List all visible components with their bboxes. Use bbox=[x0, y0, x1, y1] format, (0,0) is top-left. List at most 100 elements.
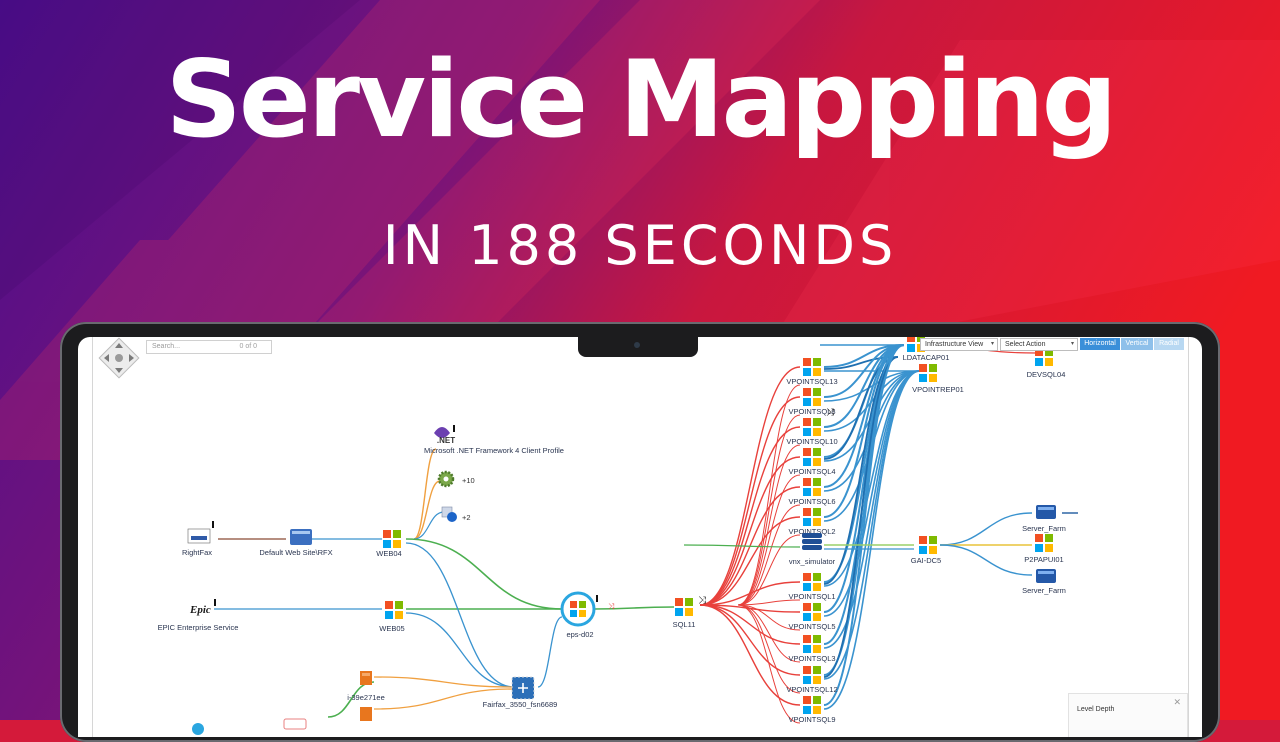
default-web-site-label: Default Web Site\RFX bbox=[259, 548, 332, 557]
vpointsql12-icon[interactable] bbox=[803, 666, 821, 684]
level-depth-panel: ✕ Level Depth bbox=[1068, 693, 1188, 737]
connection-line bbox=[699, 604, 801, 645]
gear-icon[interactable] bbox=[437, 470, 455, 488]
vpointsql2-icon[interactable] bbox=[803, 508, 821, 526]
server-farm-icon[interactable] bbox=[1036, 505, 1056, 519]
eps-label: eps-d02 bbox=[566, 630, 593, 639]
hero-title: Service Mapping bbox=[165, 38, 1117, 161]
web04-icon[interactable] bbox=[383, 530, 401, 548]
connection-line bbox=[405, 538, 563, 610]
dotnet-logo-text: .NET bbox=[437, 436, 455, 445]
server-farm-icon[interactable] bbox=[1036, 569, 1056, 583]
search-input[interactable]: Search... 0 of 0 bbox=[146, 340, 272, 354]
vpointsql9-icon[interactable] bbox=[803, 696, 821, 714]
vpointsql10-label: VPOINTSQL10 bbox=[786, 437, 837, 446]
vpointsql8-icon[interactable] bbox=[803, 388, 821, 406]
connection-line bbox=[699, 604, 801, 676]
layout-vertical-button[interactable]: Vertical bbox=[1121, 338, 1153, 350]
p2papui01-label: P2PAPUI01 bbox=[1024, 555, 1063, 564]
gai-dc5-icon[interactable] bbox=[919, 536, 937, 554]
vpointsql5-label: VPOINTSQL5 bbox=[788, 622, 835, 631]
partial-node-icon[interactable] bbox=[283, 718, 307, 730]
layout-radial-button[interactable]: Radial bbox=[1154, 338, 1184, 350]
hero-subtitle: IN 188 SECONDS bbox=[382, 214, 898, 277]
connection-line bbox=[737, 604, 801, 631]
close-icon[interactable]: ✕ bbox=[1173, 697, 1181, 707]
vpointsql8-label: VPOINTSQL8 bbox=[788, 407, 835, 416]
vnx-simulator-label: vnx_simulator bbox=[789, 557, 836, 566]
connection-line bbox=[737, 474, 801, 606]
vpointsql4-label: VPOINTSQL4 bbox=[788, 467, 835, 476]
connection-line bbox=[737, 534, 801, 606]
view-select-value: Infrastructure View bbox=[925, 341, 984, 348]
website-icon[interactable] bbox=[290, 529, 312, 545]
vpointsql6-icon[interactable] bbox=[803, 478, 821, 496]
vpointsql5-icon[interactable] bbox=[803, 603, 821, 621]
connection-line bbox=[737, 444, 801, 606]
web04-label: WEB04 bbox=[376, 549, 401, 558]
application-icon[interactable] bbox=[441, 506, 457, 522]
connection-line bbox=[737, 604, 801, 663]
server-farm-label: Server_Farm bbox=[1022, 586, 1066, 595]
dotnet-icon[interactable]: .NET bbox=[434, 425, 455, 445]
ec2-instance-label: i-39e271ee bbox=[347, 693, 385, 702]
vpointsql1-label: VPOINTSQL1 bbox=[788, 592, 835, 601]
vpointsql13-icon[interactable] bbox=[803, 358, 821, 376]
connection-line bbox=[737, 504, 801, 606]
pan-navigation-icon[interactable] bbox=[98, 337, 140, 379]
shuffle-icon: ⤨ bbox=[698, 595, 706, 606]
connections bbox=[214, 344, 1078, 724]
vpointsql4-icon[interactable] bbox=[803, 448, 821, 466]
vpointrep01-label: VPOINTREP01 bbox=[912, 385, 964, 394]
connection-line bbox=[699, 426, 801, 606]
sql11-label: SQL11 bbox=[673, 620, 696, 629]
screen-right-edge bbox=[1188, 337, 1189, 737]
vpointrep01-icon[interactable] bbox=[919, 364, 937, 382]
connection-line bbox=[405, 542, 515, 688]
server-farm-label: Server_Farm bbox=[1022, 524, 1066, 533]
collapsed-count-label: +2 bbox=[462, 513, 471, 522]
connection-line bbox=[699, 366, 801, 606]
ldatacap01-label: LDATACAP01 bbox=[903, 353, 950, 362]
eps-server-highlighted-icon[interactable] bbox=[560, 591, 596, 627]
view-select[interactable]: Infrastructure View ▾ bbox=[920, 338, 998, 351]
connection-line bbox=[683, 544, 801, 548]
web05-icon[interactable] bbox=[385, 601, 403, 619]
epic-logo-text: Epic bbox=[189, 604, 211, 616]
rightfax-label: RightFax bbox=[182, 548, 212, 557]
epic-label: EPIC Enterprise Service bbox=[158, 623, 239, 632]
connection-line bbox=[823, 356, 899, 678]
rightfax-icon[interactable] bbox=[187, 521, 214, 544]
windows-server-icon[interactable] bbox=[570, 601, 586, 617]
devsql04-icon[interactable] bbox=[1035, 348, 1053, 366]
connection-line bbox=[373, 688, 515, 710]
connection-line bbox=[737, 599, 801, 606]
connection-line bbox=[939, 544, 1033, 576]
vpointsql1-icon[interactable] bbox=[803, 573, 821, 591]
level-depth-label: Level Depth bbox=[1077, 706, 1115, 713]
sql11-icon[interactable] bbox=[675, 598, 693, 616]
vpointsql3-icon[interactable] bbox=[803, 635, 821, 653]
layout-horizontal-button[interactable]: Horizontal bbox=[1080, 338, 1120, 350]
network-switch-icon[interactable] bbox=[511, 676, 535, 700]
cloud-instance-icon[interactable] bbox=[360, 707, 372, 721]
collapsed-count-label: +10 bbox=[462, 476, 475, 485]
vpointsql10-icon[interactable] bbox=[803, 418, 821, 436]
connection-line bbox=[699, 456, 801, 606]
storage-array-icon[interactable] bbox=[802, 533, 822, 550]
connection-line bbox=[737, 414, 801, 606]
cloud-instance-icon[interactable] bbox=[360, 671, 372, 685]
p2papui01-icon[interactable] bbox=[1035, 534, 1053, 552]
connection-line bbox=[699, 604, 801, 706]
camera-icon bbox=[634, 342, 640, 348]
connection-line bbox=[823, 344, 905, 518]
shuffle-icon: ⤨ bbox=[826, 407, 834, 418]
background-stripes bbox=[0, 0, 1280, 460]
partial-node-icon[interactable] bbox=[192, 723, 204, 735]
epic-logo-icon[interactable]: Epic bbox=[189, 599, 216, 616]
connection-line bbox=[373, 676, 515, 688]
action-select[interactable]: Select Action ▾ bbox=[1000, 338, 1078, 351]
chevron-down-icon: ▾ bbox=[990, 341, 994, 347]
